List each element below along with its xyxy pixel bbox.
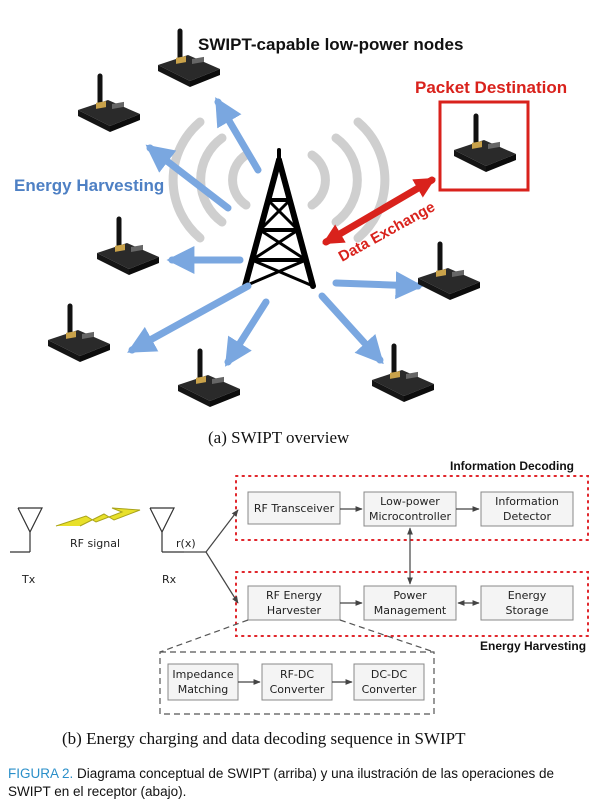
sensor-node-icon bbox=[454, 116, 516, 172]
arrow-to-bottom-right-node bbox=[318, 292, 384, 365]
rx-label: Rx bbox=[162, 573, 177, 586]
rf-signal-label: RF signal bbox=[70, 537, 120, 550]
tx-antenna-icon bbox=[10, 507, 43, 553]
harvester-detail-box bbox=[159, 651, 435, 715]
arrow-to-upper-left-node bbox=[145, 144, 232, 212]
data-exchange-arrow bbox=[322, 176, 436, 246]
rf-energy-harvester-label-2: Harvester bbox=[267, 604, 322, 617]
sensor-node-icon bbox=[372, 346, 434, 402]
power-management-label-2: Management bbox=[374, 604, 447, 617]
energy-harvesting-label: Energy Harvesting bbox=[14, 176, 164, 195]
microcontroller-label-1: Low-power bbox=[380, 495, 440, 508]
power-management-label-1: Power bbox=[393, 589, 427, 602]
rf-energy-harvester-label-1: RF Energy bbox=[266, 589, 322, 602]
signal-waves-icon bbox=[168, 117, 390, 243]
arrow-to-lower-left-node bbox=[127, 282, 252, 354]
rx-antenna-icon bbox=[149, 507, 184, 553]
rf-transceiver-box bbox=[247, 491, 341, 525]
energy-harvesting-arrows bbox=[127, 97, 424, 367]
dc-dc-converter-box bbox=[353, 663, 425, 701]
rx-signal-label: r(x) bbox=[176, 537, 196, 550]
impedance-matching-label-1: Impedance bbox=[172, 668, 233, 681]
sensor-node-icon bbox=[97, 219, 159, 275]
information-detector-box bbox=[480, 491, 574, 527]
rf-dc-converter-box bbox=[261, 663, 333, 701]
figure-caption-label: FIGURA 2. bbox=[8, 766, 74, 781]
information-decoding-label: Information Decoding bbox=[450, 459, 574, 473]
rf-dc-converter-label-2: Converter bbox=[270, 683, 325, 696]
flow-arrows bbox=[340, 506, 480, 606]
dc-dc-converter-label-2: Converter bbox=[362, 683, 417, 696]
packet-destination-label: Packet Destination bbox=[415, 78, 567, 97]
impedance-matching-box bbox=[167, 663, 239, 701]
information-detector-label-2: Detector bbox=[503, 510, 551, 523]
rx-split-arrows bbox=[184, 509, 239, 604]
swipt-sequence-panel: Information Decoding Energy Harvesting T… bbox=[10, 459, 589, 748]
energy-harvesting-group-label: Energy Harvesting bbox=[480, 639, 586, 653]
figure-caption-text: Diagrama conceptual de SWIPT (arriba) y … bbox=[8, 766, 555, 799]
tx-label: Tx bbox=[21, 573, 36, 586]
sensor-node-icon bbox=[418, 244, 480, 300]
overview-subcaption: (a) SWIPT overview bbox=[208, 428, 350, 447]
dc-dc-converter-label-1: DC-DC bbox=[371, 668, 408, 681]
figure-caption: FIGURA 2. Diagrama conceptual de SWIPT (… bbox=[8, 765, 598, 801]
rf-signal-lightning-icon bbox=[55, 507, 141, 527]
arrow-to-right-node bbox=[332, 271, 424, 300]
arrow-to-bottom-left-node bbox=[224, 298, 270, 367]
microcontroller-label-2: Microcontroller bbox=[369, 510, 452, 523]
swipt-overview-panel: SWIPT-capable low-power nodes Packet Des… bbox=[14, 31, 567, 447]
nodes-title: SWIPT-capable low-power nodes bbox=[198, 35, 463, 54]
rf-dc-converter-label-1: RF-DC bbox=[280, 668, 314, 681]
arrow-to-top-node bbox=[214, 97, 262, 174]
power-management-box bbox=[363, 585, 457, 621]
impedance-matching-label-2: Matching bbox=[178, 683, 229, 696]
information-detector-label-1: Information bbox=[495, 495, 559, 508]
energy-storage-box bbox=[480, 585, 574, 621]
sensor-node-icon bbox=[48, 306, 110, 362]
energy-storage-label-1: Energy bbox=[508, 589, 547, 602]
rf-transceiver-label: RF Transceiver bbox=[254, 502, 335, 515]
transmission-tower-icon bbox=[242, 148, 316, 289]
packet-destination-box bbox=[438, 100, 530, 192]
sensor-node-icon bbox=[78, 76, 140, 132]
energy-storage-label-2: Storage bbox=[505, 604, 548, 617]
sequence-subcaption: (b) Energy charging and data decoding se… bbox=[62, 729, 466, 748]
harvester-detail-zoom bbox=[159, 619, 435, 715]
